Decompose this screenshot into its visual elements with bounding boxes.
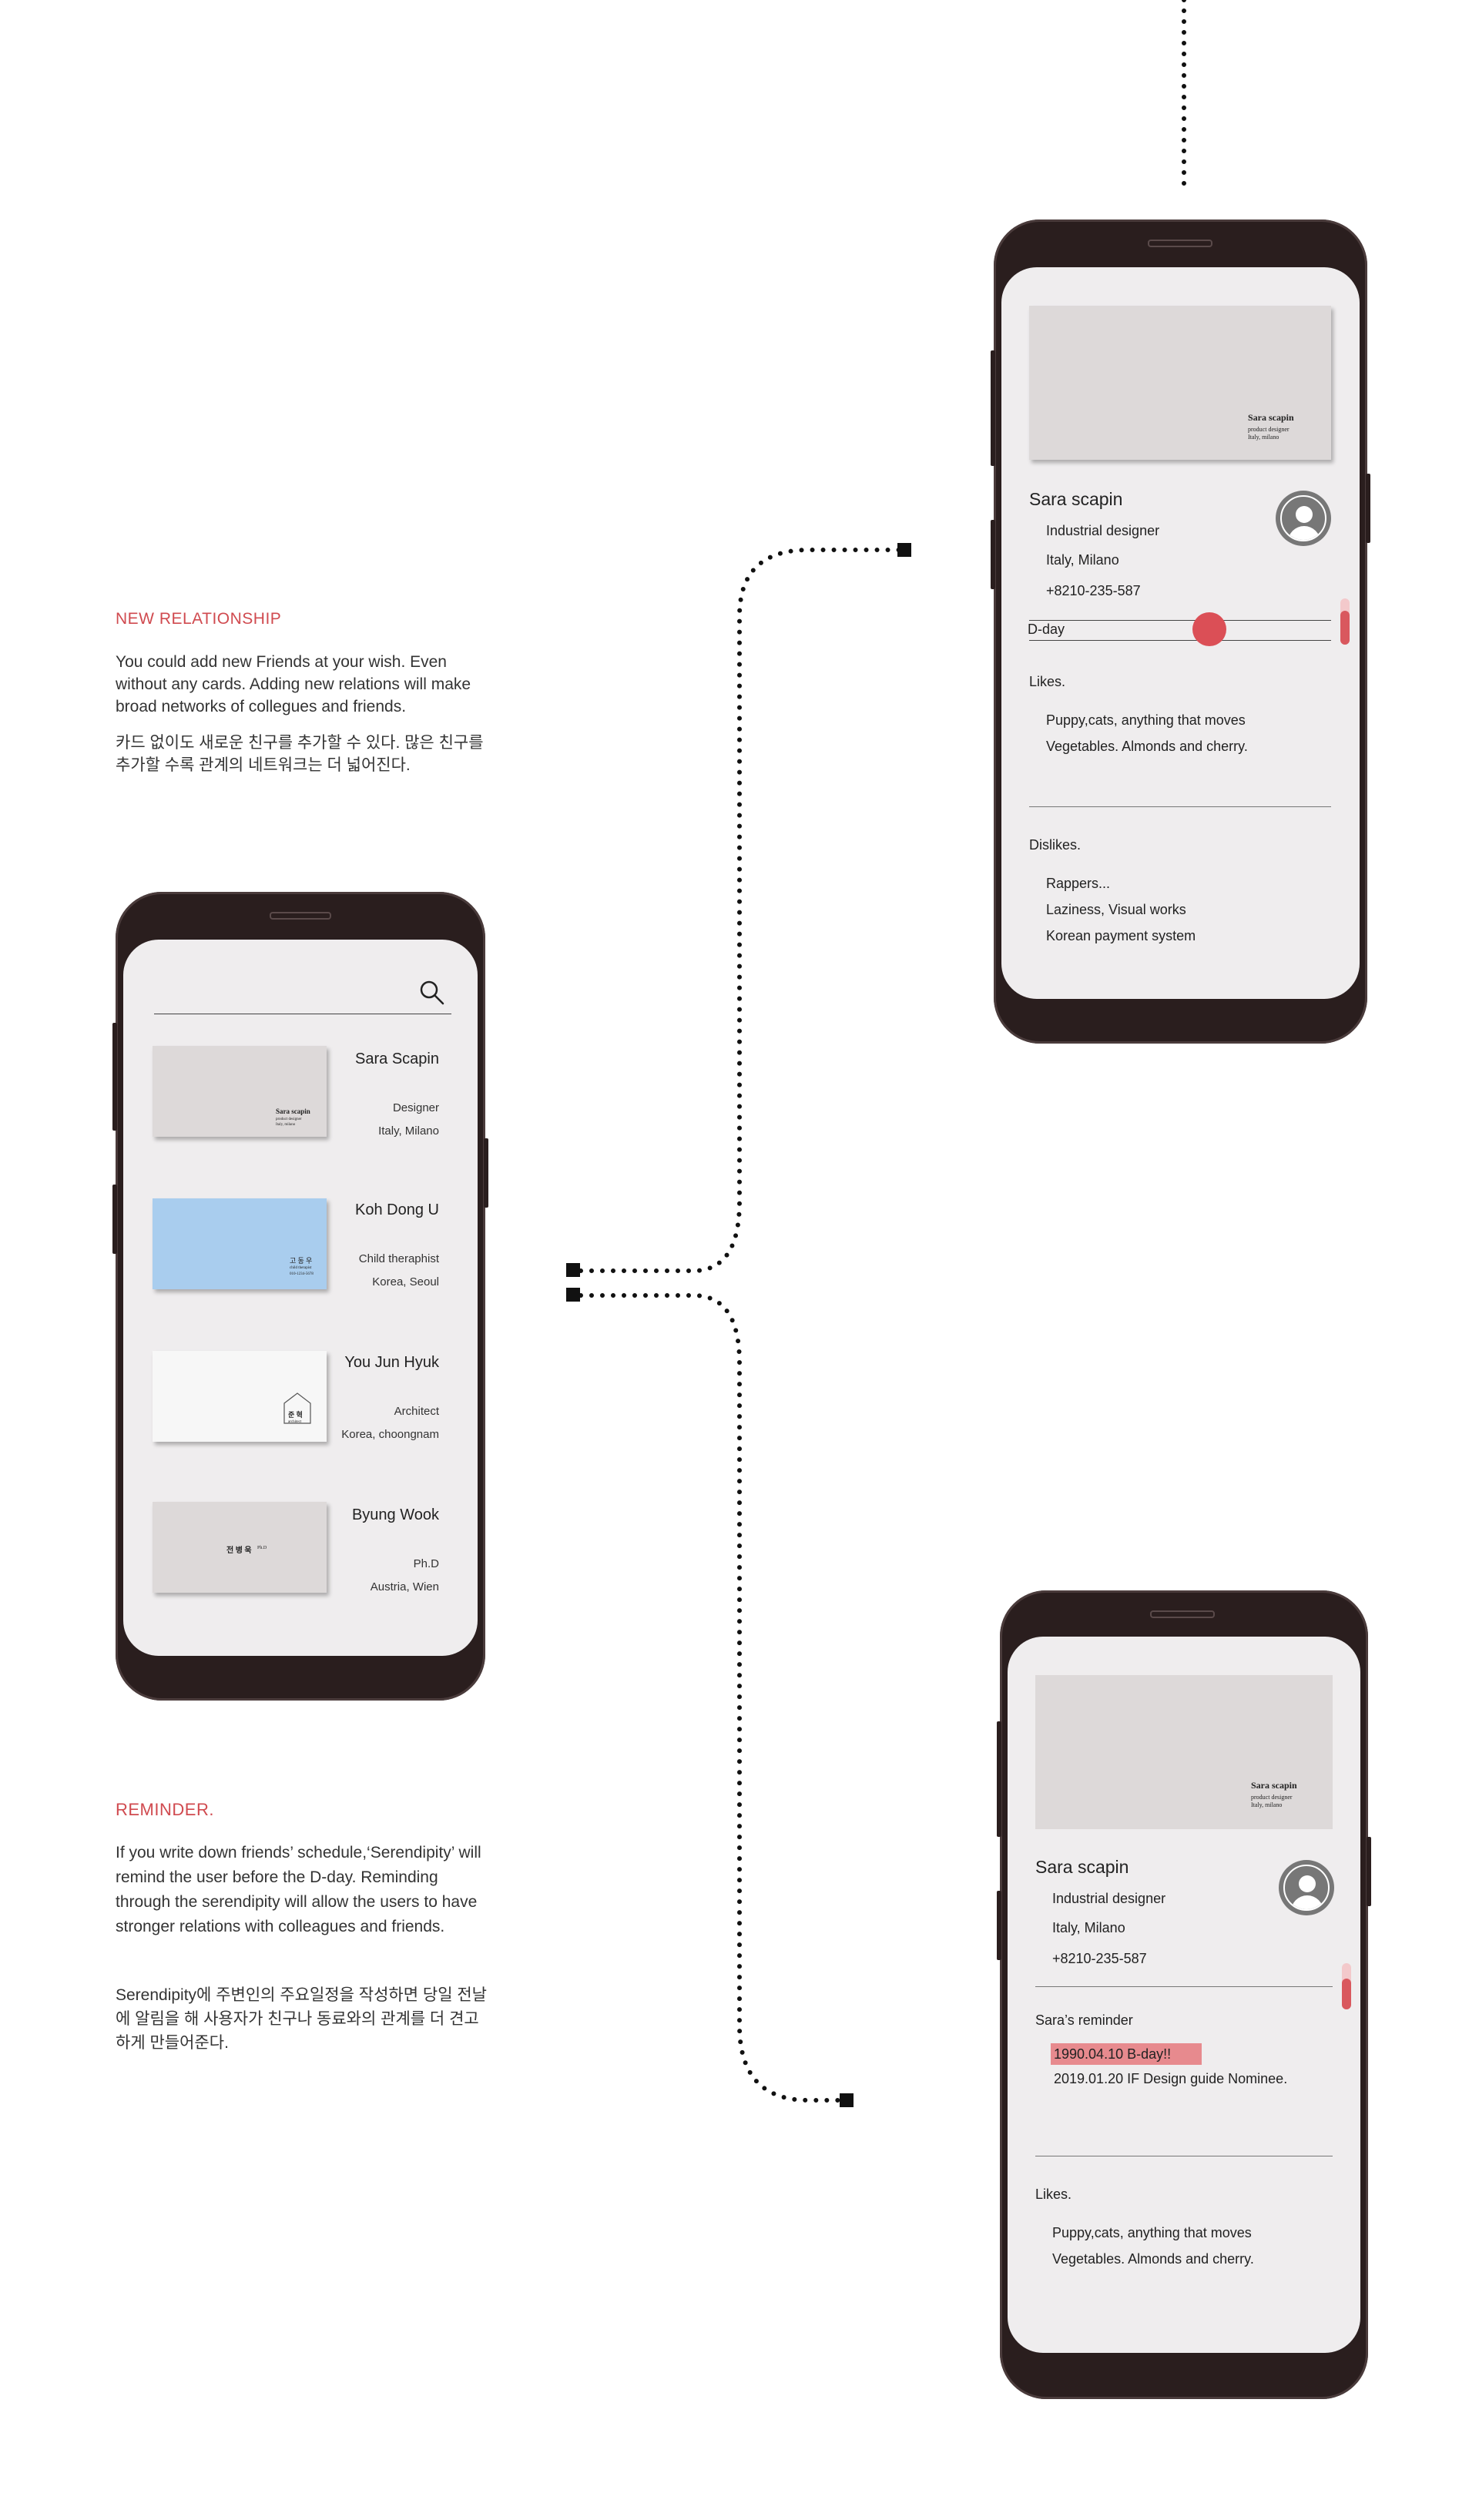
new-relationship-text-ko: 카드 없이도 새로운 친구를 추가할 수 있다. 많은 친구를 추가할 수록 관… [116, 734, 484, 774]
dday-label: D-day [1028, 622, 1065, 637]
likes-label: Likes. [1035, 2187, 1072, 2202]
section-divider [1035, 1986, 1333, 1987]
business-card-large: Sara scapin product designer Italy, mila… [1035, 1675, 1333, 1829]
connector-node [566, 1288, 580, 1302]
contact-list-screen: Sara scapin product designer Italy, mila… [123, 940, 478, 1656]
contact-name: Sara scapin [1035, 1857, 1129, 1877]
contact-location: Austria, Wien [370, 1580, 439, 1593]
connector-node [840, 2093, 854, 2107]
reminder-highlight [1051, 2043, 1202, 2065]
reminder-label: Sara’s reminder [1035, 2012, 1133, 2028]
phone-contact-list: Sara scapin product designer Italy, mila… [112, 892, 488, 1701]
dday-slider-handle[interactable] [1192, 612, 1226, 646]
reminder-heading: REMINDER. [116, 1800, 214, 1819]
likes-item: Vegetables. Almonds and cherry. [1052, 2251, 1254, 2267]
phone-reminder: Sara scapin product designer Italy, mila… [997, 1590, 1371, 2399]
contact-role: Designer [392, 1101, 439, 1114]
business-card-thumbnail: 준 혁 architect [153, 1351, 327, 1442]
contact-phone: +8210-235-587 [1046, 583, 1141, 598]
likes-label: Likes. [1029, 674, 1066, 689]
likes-item: Puppy,cats, anything that moves [1046, 712, 1246, 728]
business-card-large: Sara scapin product designer Italy, mila… [1029, 306, 1331, 460]
contact-name: You Jun Hyuk [344, 1354, 439, 1371]
likes-item: Vegetables. Almonds and cherry. [1046, 739, 1248, 754]
dislikes-label: Dislikes. [1029, 837, 1082, 853]
reminder-item-highlighted[interactable]: 1990.04.10 B-day!! [1054, 2046, 1172, 2062]
scrollbar-thumb[interactable] [1340, 611, 1350, 645]
business-card-thumbnail: Sara scapin product designer Italy, mila… [153, 1046, 327, 1137]
contact-name: Koh Dong U [355, 1201, 439, 1218]
search-icon[interactable] [419, 980, 444, 1005]
dislikes-item: Rappers... [1046, 876, 1111, 891]
phone-speaker [1150, 1610, 1215, 1618]
contact-location: Italy, Milano [1052, 1920, 1125, 1935]
dislikes-item: Laziness, Visual works [1046, 902, 1186, 917]
contact-location: Korea, Seoul [372, 1275, 439, 1288]
contact-job: Industrial designer [1052, 1891, 1166, 1906]
contact-job: Industrial designer [1046, 523, 1160, 538]
connector-node [566, 1263, 580, 1277]
connector-node [897, 543, 911, 557]
avatar-icon [1276, 491, 1331, 546]
new-relationship-text-en: You could add new Friends at your wish. … [116, 653, 471, 715]
contact-name: Sara scapin [1029, 489, 1123, 509]
avatar-icon [1279, 1860, 1334, 1915]
dday-line-bottom [1029, 640, 1331, 641]
phone-speaker [270, 912, 331, 920]
dday-line-top [1029, 620, 1331, 621]
section-divider [1029, 806, 1331, 807]
contact-phone: +8210-235-587 [1052, 1951, 1147, 1966]
reminder-text-ko: Serendipity에 주변인의 주요일정을 작성하면 당일 전날에 알림을 … [116, 1986, 487, 2052]
contact-location: Italy, Milano [1046, 552, 1119, 568]
likes-item: Puppy,cats, anything that moves [1052, 2225, 1252, 2240]
contact-name: Sara Scapin [355, 1051, 439, 1067]
contact-role: Architect [394, 1405, 439, 1418]
dislikes-item: Korean payment system [1046, 928, 1196, 943]
contact-detail-screen: Sara scapin product designer Italy, mila… [1001, 267, 1360, 999]
contact-name: Byung Wook [351, 1506, 439, 1523]
phone-contact-detail: Sara scapin product designer Italy, mila… [991, 219, 1370, 1044]
scrollbar-thumb[interactable] [1342, 1979, 1351, 2009]
reminder-text-en: If you write down friends’ schedule,‘Ser… [116, 1844, 481, 1935]
new-relationship-heading: NEW RELATIONSHIP [116, 610, 282, 628]
contact-location: Italy, Milano [378, 1124, 439, 1138]
contact-role: Ph.D [413, 1557, 439, 1570]
contact-role: Child theraphist [358, 1252, 439, 1265]
reminder-screen: Sara scapin product designer Italy, mila… [1008, 1637, 1360, 2353]
business-card-thumbnail: 고 동 우 child therapist 010-1234-5678 [153, 1198, 327, 1289]
reminder-item[interactable]: 2019.01.20 IF Design guide Nominee. [1054, 2071, 1288, 2086]
business-card-thumbnail: 전 병 욱 Ph.D [153, 1502, 327, 1593]
contact-location: Korea, choongnam [341, 1428, 439, 1441]
phone-speaker [1148, 240, 1212, 247]
